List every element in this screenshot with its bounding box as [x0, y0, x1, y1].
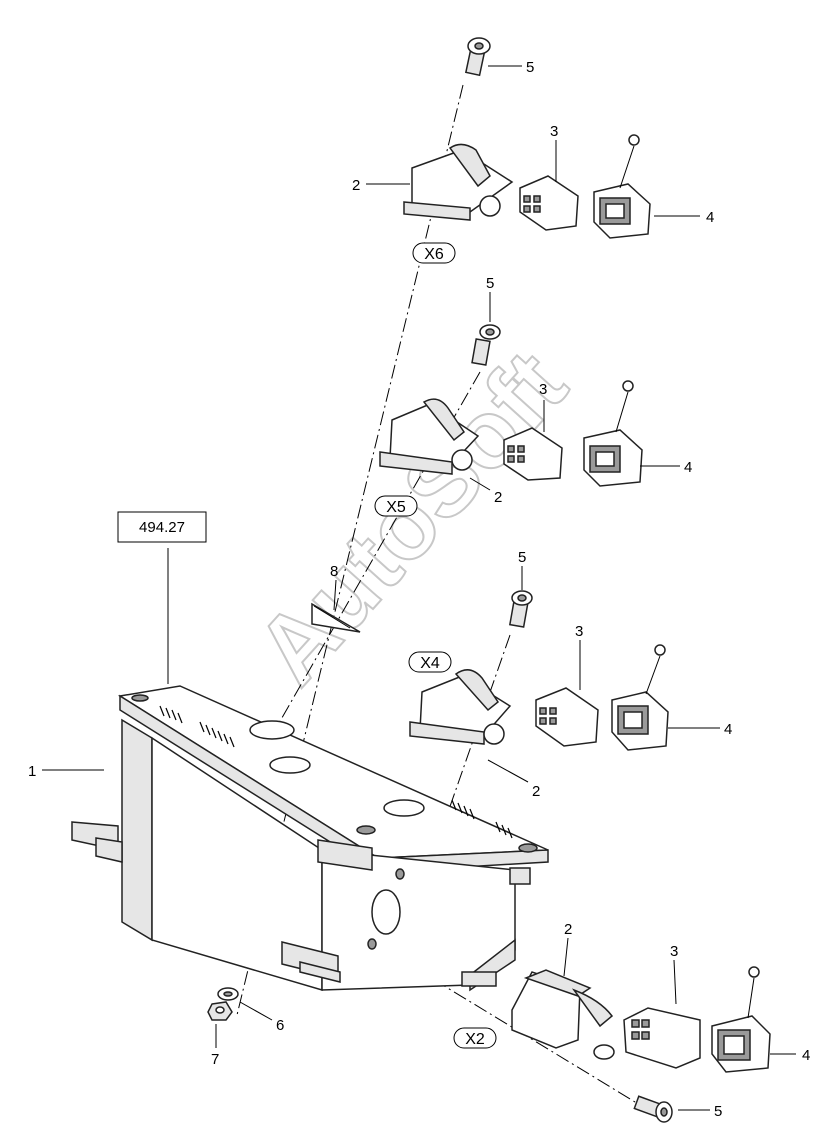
watermark: AutoSoft	[236, 331, 587, 704]
connector-group-x5	[379, 324, 643, 487]
callout-cover-x6: 4	[706, 209, 714, 226]
callout-screw-x2: 5	[714, 1103, 722, 1120]
connector-label-x5-text: X5	[386, 499, 406, 516]
reference-number: 494.27	[139, 519, 185, 536]
connector-label-x2: X2	[453, 1027, 497, 1049]
callout-insert-x4: 3	[575, 623, 583, 640]
leader-lines	[42, 65, 796, 1111]
callout-hood-x2: 2	[564, 921, 572, 938]
connector-label-x4-text: X4	[420, 655, 440, 672]
reference-box: 494.27	[117, 511, 207, 543]
label-plate	[311, 602, 361, 633]
callout-hood-x6: 2	[352, 177, 360, 194]
callout-cover-x5: 4	[684, 459, 692, 476]
washer-and-nut	[207, 987, 239, 1021]
callout-insert-x2: 3	[670, 943, 678, 960]
callout-hood-x4: 2	[532, 783, 540, 800]
connector-label-x6: X6	[412, 242, 456, 264]
callout-insert-x6: 3	[550, 123, 558, 140]
callout-screw-x4: 5	[518, 549, 526, 566]
callout-numbers: 5 2 3 4 5 3 4 2 5 8 3 4 2 1 2 3 4 5 6 7	[28, 59, 810, 1120]
connector-label-x2-text: X2	[465, 1031, 485, 1048]
connector-group-x2	[511, 966, 771, 1123]
callout-label: 8	[330, 563, 338, 580]
callout-screw-x6: 5	[526, 59, 534, 76]
callout-cover-x2: 4	[802, 1047, 810, 1064]
connector-group-x6	[403, 37, 651, 239]
callout-screw-x5: 5	[486, 275, 494, 292]
enclosure-housing	[71, 685, 549, 992]
callout-nut: 7	[211, 1051, 219, 1068]
callout-washer: 6	[276, 1017, 284, 1034]
connector-group-x4	[409, 590, 669, 751]
callout-hood-x5: 2	[494, 489, 502, 506]
callout-housing: 1	[28, 763, 36, 780]
callout-cover-x4: 4	[724, 721, 732, 738]
callout-insert-x5: 3	[539, 381, 547, 398]
connector-label-x4: X4	[408, 651, 452, 673]
connector-label-x6-text: X6	[424, 246, 444, 263]
connector-label-x5: X5	[374, 495, 418, 517]
